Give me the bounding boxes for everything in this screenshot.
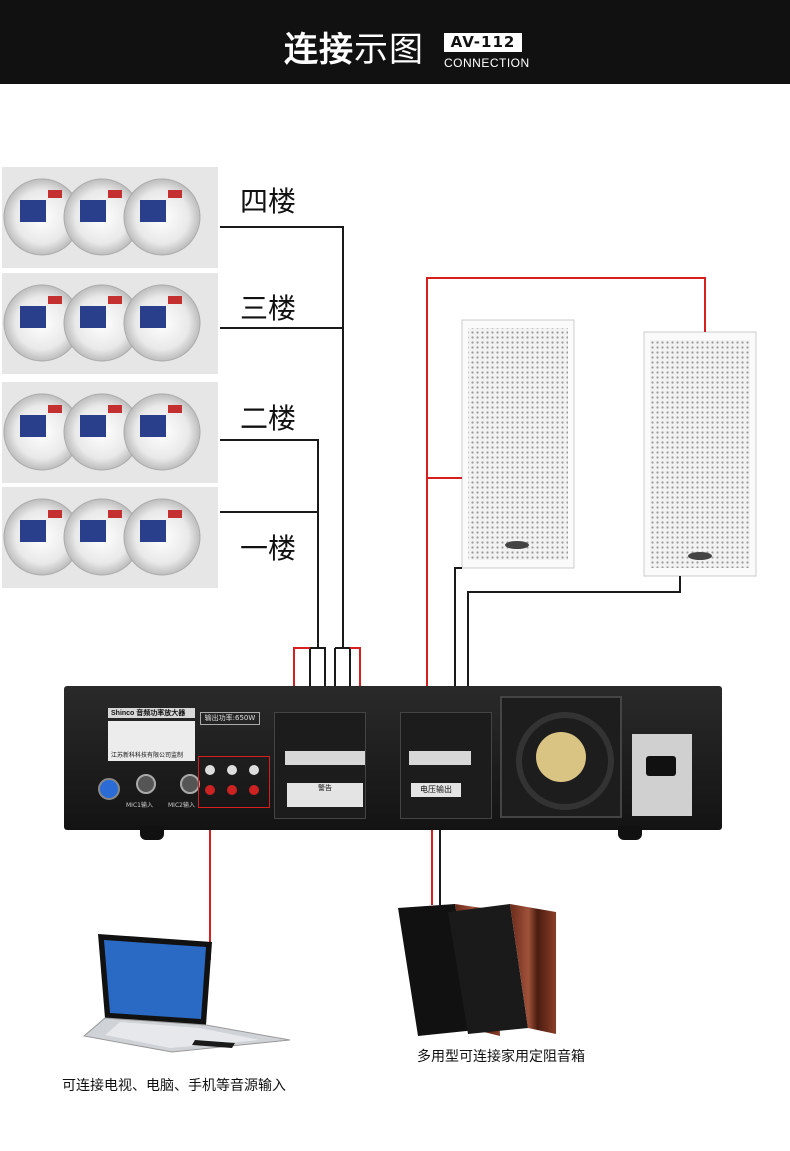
warning-label: 警告	[287, 783, 363, 807]
spec-plate: 江苏新科科技有限公司监制	[108, 721, 195, 761]
voltage-output-label: 电压输出	[411, 783, 461, 797]
floor-label-4: 四楼	[240, 185, 297, 218]
brand-plate: Shinco 音频功率放大器	[108, 708, 195, 718]
zone-terminal-strip	[285, 751, 365, 765]
power-label: 输出功率:650W	[200, 712, 260, 725]
cooling-fan	[500, 696, 622, 818]
bookshelf-speakers	[398, 904, 556, 1036]
floor-label-2: 二楼	[240, 402, 297, 435]
mic1-label: MIC1输入	[126, 802, 153, 809]
speaker-caption: 多用型可连接家用定阻音箱	[417, 1049, 585, 1065]
mic2-label: MIC2输入	[168, 802, 195, 809]
floor-label-1: 一楼	[240, 532, 297, 565]
rca-input-block	[198, 756, 270, 808]
header-bar: 连接示图 AV-112 CONNECTION	[0, 0, 790, 84]
amplifier-rear-panel: Shinco 音频功率放大器 江苏新科科技有限公司监制 输出功率:650W MI…	[64, 686, 722, 830]
amp-foot-left	[140, 826, 164, 840]
header-subtitle: CONNECTION	[444, 56, 530, 70]
voltage-terminal-strip	[409, 751, 471, 765]
laptop	[82, 934, 291, 1053]
product-name: 音频功率放大器	[136, 710, 186, 717]
column-speaker-left	[461, 319, 575, 569]
voltage-terminal-panel: 电压输出	[400, 712, 492, 819]
amp-foot-right	[618, 826, 642, 840]
power-socket[interactable]	[646, 756, 676, 776]
brand-name: Shinco	[111, 710, 135, 717]
mic1-jack[interactable]	[136, 774, 156, 794]
model-badge: AV-112	[444, 33, 522, 52]
floor-wires	[220, 226, 351, 750]
source-caption: 可连接电视、电脑、手机等音源输入	[62, 1078, 286, 1094]
company-name: 江苏新科科技有限公司监制	[111, 752, 184, 759]
ceiling-speakers	[3, 178, 201, 576]
column-speaker-right	[643, 331, 757, 577]
volume-knob[interactable]	[98, 778, 120, 800]
power-socket-panel	[632, 734, 692, 816]
mic2-jack[interactable]	[180, 774, 200, 794]
floor-label-3: 三楼	[240, 292, 297, 325]
page-title: 连接示图	[284, 30, 424, 70]
zone-terminal-panel: 警告	[274, 712, 366, 819]
